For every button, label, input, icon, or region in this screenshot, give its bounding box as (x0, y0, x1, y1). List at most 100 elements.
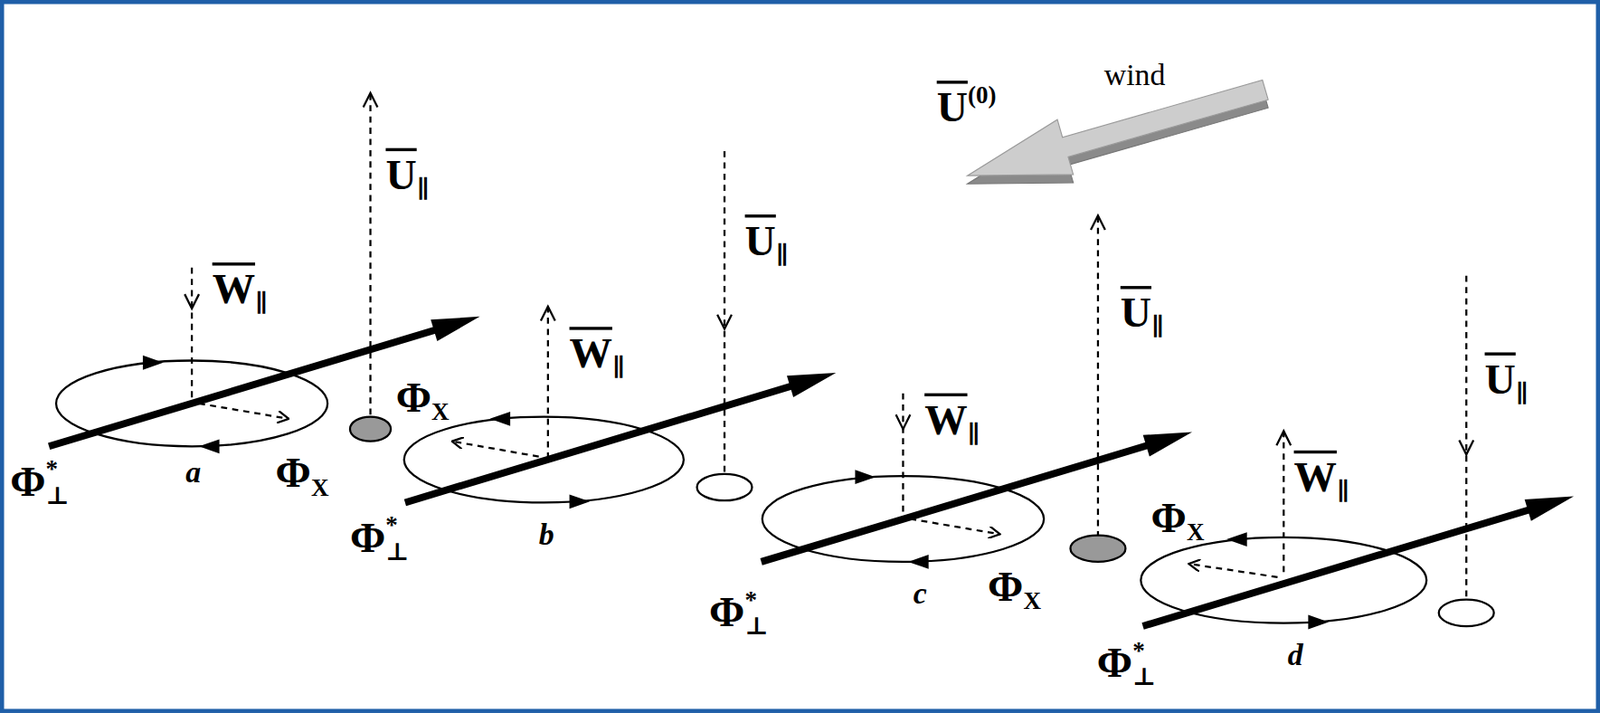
panel-letter: b (539, 518, 555, 550)
wind-vector-label: U(0) (937, 85, 997, 129)
vector-label: ΦX (987, 564, 1042, 607)
vector-label: Φ⊥* (9, 459, 58, 502)
vector-label: ΦX (396, 375, 450, 418)
panel-letter: c (913, 577, 928, 609)
flow-arrow (198, 438, 220, 454)
subscript: ⊥ (385, 539, 409, 564)
arrow-head (1458, 440, 1474, 455)
panel-letter: a (185, 456, 201, 488)
scene-b (401, 151, 840, 513)
dashed-vector (1188, 563, 1278, 578)
subscript: X (1022, 587, 1042, 613)
dashed-axis (1097, 216, 1099, 536)
subscript: X (1186, 520, 1205, 545)
subscript: ⊥ (46, 482, 70, 508)
vector-label: Φ⊥* (1097, 641, 1146, 684)
scene-c (757, 215, 1196, 573)
vector-label: W∥ (924, 397, 981, 441)
symbol-letter: Φ (1151, 496, 1187, 540)
superscript: * (1132, 638, 1146, 663)
thick-arrow-head (786, 361, 840, 398)
thick-arrow-shaft (48, 329, 436, 446)
dashed-axis (901, 393, 904, 518)
superscript: * (744, 586, 758, 612)
arrow-head (363, 93, 379, 108)
dashed-axis (723, 151, 726, 474)
arrow-head (896, 414, 911, 429)
thick-arrow (46, 305, 484, 457)
dashed-axis (190, 267, 193, 402)
symbol-letter: W (924, 397, 967, 441)
symbol-letter: Φ (709, 590, 745, 634)
vector-label: U∥ (1485, 357, 1530, 400)
dashed-vector (198, 403, 289, 419)
vector-label: W∥ (569, 331, 626, 375)
subscript: ∥ (776, 243, 789, 268)
vector-label: U∥ (745, 219, 790, 263)
symbol-letter: Φ (396, 375, 432, 418)
symbol-letter: W (1294, 454, 1337, 498)
symbol-letter: Φ (987, 564, 1023, 607)
scene-d (1139, 275, 1578, 637)
symbol-letter: U (1120, 291, 1152, 334)
subscript: X (311, 474, 330, 500)
arrow-head (540, 306, 556, 322)
superscript: * (46, 456, 59, 482)
symbol-letter: Φ (350, 515, 386, 559)
thick-arrow (401, 361, 840, 513)
panel-letter: d (1287, 639, 1304, 671)
arrow-head (1090, 215, 1106, 230)
wind-arrow (967, 80, 1269, 185)
superscript: * (385, 512, 398, 538)
symbol-letter: W (569, 331, 613, 375)
symbol-letter: Φ (9, 459, 46, 502)
symbol-letter: Φ (1097, 641, 1133, 684)
scene-a (46, 93, 484, 457)
subscript: ⊥ (1132, 664, 1156, 690)
dashed-axis (1465, 275, 1468, 601)
dashed-axis (369, 94, 371, 417)
wind-label: wind (1104, 58, 1166, 90)
dashed-vector (909, 518, 1000, 534)
wind-arrow-top (967, 80, 1269, 177)
vector-label: Φ⊥* (709, 590, 758, 634)
subscript: ⊥ (744, 613, 768, 638)
subscript: ∥ (612, 355, 625, 380)
flow-arrow (490, 411, 512, 427)
open-spot (697, 473, 753, 501)
dashed-axis (547, 306, 550, 457)
symbol-letter: U (385, 152, 417, 196)
flow-arrow (1226, 531, 1248, 547)
thick-arrow (757, 421, 1196, 573)
symbol-letter: U (745, 219, 777, 263)
thick-arrow-head (1143, 421, 1196, 457)
dashed-vector (452, 441, 540, 457)
superscript: (0) (967, 82, 997, 107)
subscript: ∥ (967, 421, 981, 446)
subscript: ∥ (1515, 380, 1529, 406)
vector-label: U∥ (1120, 291, 1165, 334)
dashed-axis (1282, 430, 1285, 577)
thick-arrow-head (430, 305, 483, 341)
flow-arrow (569, 493, 591, 509)
subscript: ∥ (1336, 478, 1350, 503)
arrow-head (1276, 430, 1291, 445)
vector-label: Φ⊥* (350, 515, 398, 559)
flow-arrow (142, 355, 164, 370)
subscript: ∥ (416, 176, 430, 201)
vector-label: U∥ (385, 152, 430, 196)
thick-arrow (1139, 485, 1578, 637)
symbol-letter: U (1485, 357, 1516, 400)
vector-label: ΦX (1151, 496, 1205, 540)
symbol-letter: W (212, 267, 256, 311)
subscript: ∥ (255, 291, 268, 316)
subscript: X (431, 398, 450, 424)
thick-arrow-shaft (761, 444, 1149, 562)
subscript: ∥ (1151, 314, 1165, 340)
flow-arrow (1307, 615, 1329, 630)
flow-arrow (908, 554, 929, 569)
